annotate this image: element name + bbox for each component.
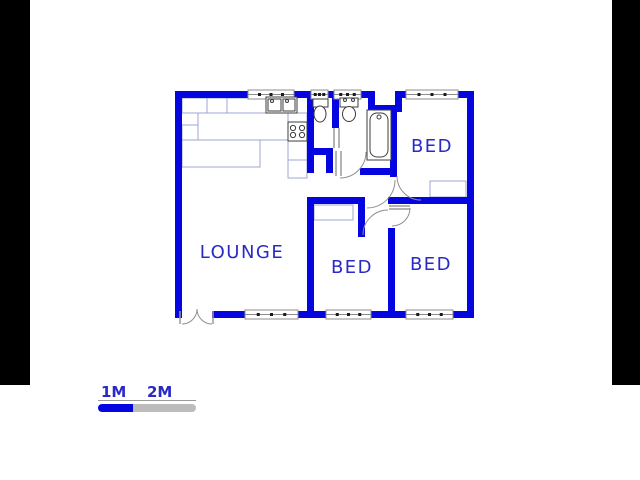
right-black-bar xyxy=(612,0,640,385)
window-top-wc2-tick-1 xyxy=(339,93,343,96)
wall-top-6 xyxy=(458,91,474,98)
wall-top-1 xyxy=(175,91,248,98)
bathroom-door-arc xyxy=(366,179,396,209)
scale-label-1m: 1M xyxy=(101,383,127,401)
wall-left xyxy=(175,91,182,318)
stove-burner-4 xyxy=(298,131,306,139)
stove-burner-2 xyxy=(298,124,306,132)
wall-bottom-corner xyxy=(175,311,182,318)
basin-2-tap-left xyxy=(343,98,347,102)
kitchen-counter-lower xyxy=(181,139,261,168)
wall-wc-divider xyxy=(332,98,339,128)
window-top-kitchen-tick-1 xyxy=(258,93,261,96)
stove-burner-3 xyxy=(289,131,297,139)
stove-burner-1 xyxy=(289,124,297,132)
window-top-kitchen-tick-3 xyxy=(281,93,284,96)
window-bottom-bed2-tick-3 xyxy=(358,313,362,316)
basin-2-top xyxy=(339,97,359,108)
left-black-bar xyxy=(0,0,30,385)
window-top-wc1-tick-3 xyxy=(322,93,326,96)
room-label-lounge: LOUNGE xyxy=(200,242,285,263)
window-bottom-lounge-tick-3 xyxy=(283,313,287,316)
window-bottom-bed2-tick-2 xyxy=(347,313,350,316)
bed2-door-arc xyxy=(362,209,389,236)
wall-bed2-left xyxy=(307,197,314,311)
wall-bottom-3 xyxy=(371,311,406,318)
window-bottom-bed3-tick-3 xyxy=(439,313,443,316)
cupboard-bed2 xyxy=(313,204,354,221)
toilet-1-bowl xyxy=(313,105,327,123)
wall-bath-bottom xyxy=(360,168,390,175)
bed1-door-arc xyxy=(396,175,422,201)
window-bottom-bed3-tick-2 xyxy=(428,313,431,316)
sink-tap-left xyxy=(270,99,274,103)
window-bottom-lounge-tick-2 xyxy=(270,313,273,316)
wall-top-3 xyxy=(328,91,334,98)
wall-wc-nook-v xyxy=(326,155,333,173)
wall-right xyxy=(467,91,474,318)
wall-bottom-1 xyxy=(212,311,245,318)
scale-bar-blue-segment xyxy=(98,404,133,412)
window-top-wc1-tick-2 xyxy=(318,93,321,96)
window-top-bed1-tick-3 xyxy=(443,93,447,96)
wall-bottom-4 xyxy=(453,311,474,318)
wall-notch-left xyxy=(368,91,375,112)
front-door-arc-left xyxy=(181,308,198,325)
kitchen-counter-top xyxy=(181,97,267,114)
wall-bath-right xyxy=(390,105,397,177)
wall-bed2-stub xyxy=(358,197,365,237)
basin-2-tap-right xyxy=(351,98,355,102)
room-label-bed-3: BED xyxy=(410,254,452,275)
bed3-door-arc xyxy=(391,207,411,227)
wall-notch-right xyxy=(395,91,402,112)
wall-top-2 xyxy=(294,91,311,98)
front-door-arc-right xyxy=(196,308,213,325)
window-bottom-bed2-tick-1 xyxy=(335,313,339,316)
wall-wc-nook-h xyxy=(314,148,333,155)
hall-door-arc xyxy=(339,151,367,179)
scale-bar-gray-segment xyxy=(133,404,196,412)
kitchen-counter-block xyxy=(197,112,289,141)
sink-basin-left xyxy=(267,98,282,112)
room-label-bed-1: BED xyxy=(411,136,453,157)
bathtub-inner xyxy=(369,112,389,158)
window-top-wc2-tick-2 xyxy=(346,93,349,96)
room-label-bed-2: BED xyxy=(331,257,373,278)
window-top-wc2-tick-3 xyxy=(352,93,356,96)
stove-outline xyxy=(287,121,308,142)
kitchen-counter-left xyxy=(181,124,199,141)
window-top-kitchen-tick-2 xyxy=(269,93,273,96)
window-top-wc1-tick-1 xyxy=(313,93,317,96)
wall-bed3-top xyxy=(388,197,467,204)
wall-bed2-top xyxy=(307,197,365,204)
sink-tap-right xyxy=(285,99,289,103)
bathtub-outline xyxy=(366,109,392,161)
sink-basin-right xyxy=(282,98,296,112)
wall-notch-bottom xyxy=(368,105,402,112)
window-bottom-lounge-tick-1 xyxy=(256,313,260,316)
window-top-bed1-tick-2 xyxy=(430,93,434,96)
toilet-2-bowl xyxy=(342,106,356,122)
cupboard-bed1 xyxy=(429,180,467,198)
scale-label-2m: 2M xyxy=(147,383,173,401)
wall-bed2-bed3-divider xyxy=(388,228,395,311)
wall-top-5 xyxy=(395,91,406,98)
window-bottom-bed3-tick-1 xyxy=(416,313,420,316)
bathtub-tap xyxy=(376,114,382,120)
scale-hairline xyxy=(98,400,196,401)
window-top-bed1-tick-1 xyxy=(417,93,421,96)
wall-kitchen xyxy=(307,98,314,173)
wall-bottom-2 xyxy=(298,311,326,318)
